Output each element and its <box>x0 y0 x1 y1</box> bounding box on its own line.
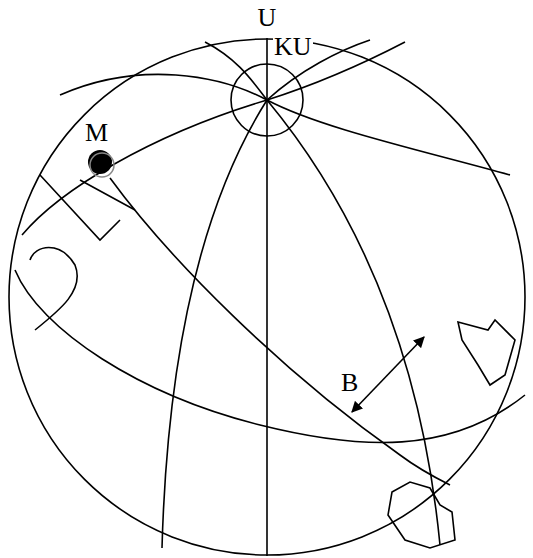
parallel-line <box>60 74 510 175</box>
meridian <box>267 100 440 545</box>
meridian <box>162 100 267 548</box>
great-circle <box>22 42 405 235</box>
zenith-label: KU <box>273 34 313 60</box>
vertical-axis <box>266 38 268 556</box>
landmass <box>388 482 455 548</box>
pole-label: U <box>257 5 278 31</box>
horizon-line <box>15 270 525 443</box>
angle-label: B <box>340 370 359 396</box>
angle-arrow <box>352 337 424 412</box>
moon-label: M <box>84 120 109 146</box>
moon-shadow <box>90 153 114 177</box>
landmass <box>458 320 515 385</box>
loop-curve <box>30 248 77 331</box>
orbit-line <box>110 178 450 485</box>
sphere-outline <box>9 39 525 555</box>
bracket <box>40 175 135 240</box>
